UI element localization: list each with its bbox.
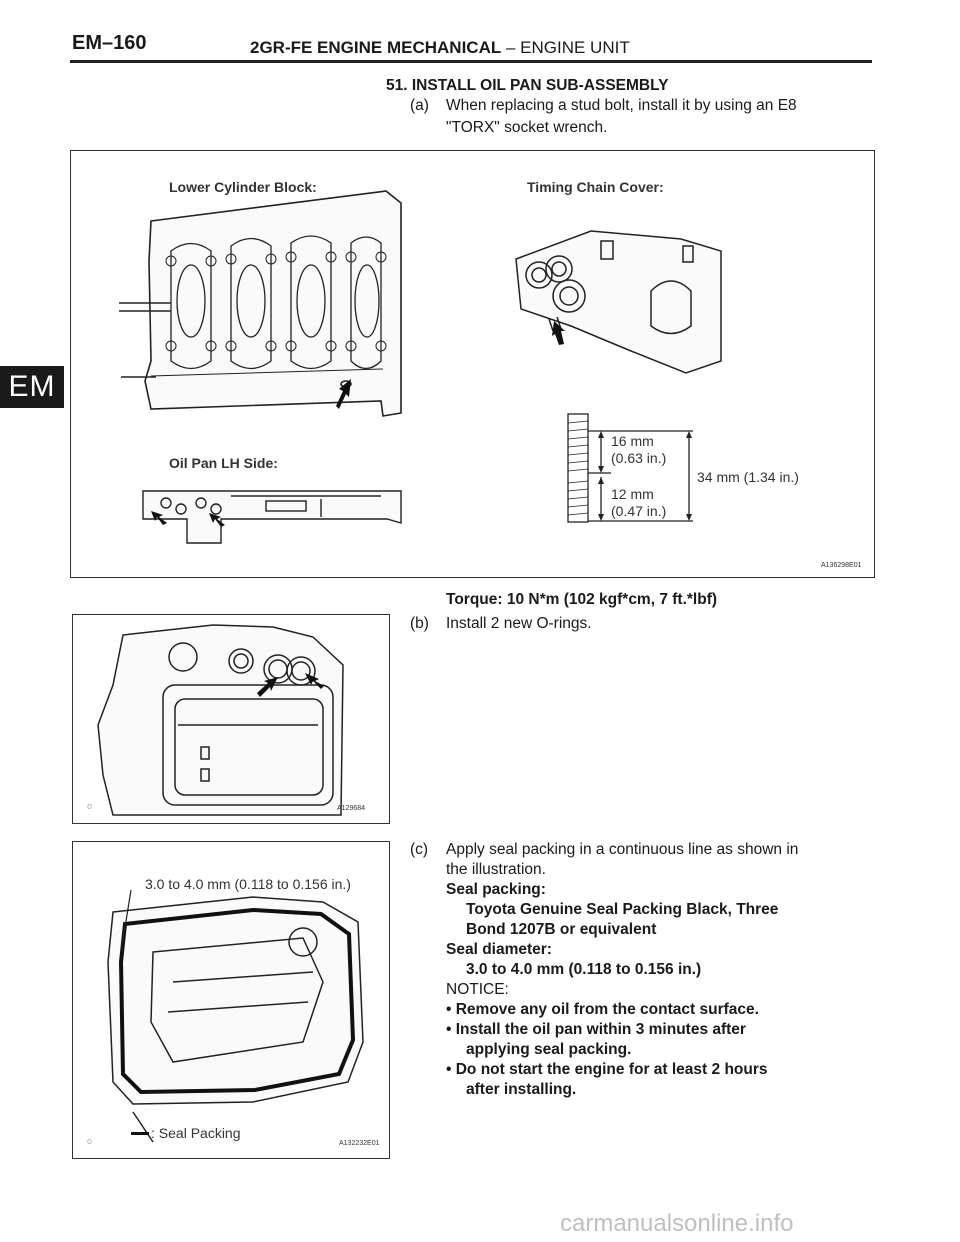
figure1-illustration bbox=[119, 190, 722, 544]
page-number: EM–160 bbox=[72, 32, 147, 54]
torque-spec: Torque: 10 N*m (102 kgf*cm, 7 ft.*lbf) bbox=[446, 591, 718, 608]
header-divider bbox=[70, 60, 872, 63]
step-title: 51. INSTALL OIL PAN SUB-ASSEMBLY bbox=[386, 77, 669, 94]
figure3-corner-mark: o bbox=[87, 1136, 93, 1146]
seal-diameter-label: Seal diameter: bbox=[446, 941, 552, 958]
figure-stud-bolt-locations: Lower Cylinder Block: Timing Chain Cover… bbox=[70, 150, 875, 578]
figure2-id: A129684 bbox=[337, 805, 366, 812]
step-b-marker: (b) bbox=[410, 615, 429, 632]
label-timing-chain-cover: Timing Chain Cover: bbox=[527, 179, 664, 195]
dim-12mm: 12 mm bbox=[611, 486, 654, 502]
figure1-id: A136298E01 bbox=[821, 562, 862, 569]
dim-34mm: 34 mm (1.34 in.) bbox=[697, 469, 799, 485]
dim-12mm-inches: (0.47 in.) bbox=[611, 503, 667, 519]
step-a-text-line1: When replacing a stud bolt, install it b… bbox=[446, 97, 797, 114]
manual-header: 2GR-FE ENGINE MECHANICAL – ENGINE UNIT bbox=[250, 38, 630, 58]
seal-packing-legend: : Seal Packing bbox=[151, 1125, 241, 1141]
step-a-text-line2: "TORX" socket wrench. bbox=[446, 119, 608, 136]
notice-item-1: • Remove any oil from the contact surfac… bbox=[446, 1001, 759, 1018]
figure-seal-packing: 3.0 to 4.0 mm (0.118 to 0.156 in.) : Sea… bbox=[72, 841, 390, 1159]
notice-item-3-line1: • Do not start the engine for at least 2… bbox=[446, 1061, 768, 1078]
figure-o-rings: o A129684 bbox=[72, 614, 390, 824]
step-c-text-line2: the illustration. bbox=[446, 861, 546, 878]
bead-size-label: 3.0 to 4.0 mm (0.118 to 0.156 in.) bbox=[145, 876, 351, 892]
seal-packing-label: Seal packing: bbox=[446, 881, 546, 898]
label-lower-cylinder-block: Lower Cylinder Block: bbox=[169, 179, 317, 195]
notice-item-2-line2: applying seal packing. bbox=[466, 1041, 632, 1058]
manual-title: 2GR-FE ENGINE MECHANICAL bbox=[250, 38, 502, 57]
figure2-illustration bbox=[97, 624, 344, 816]
section-name: – ENGINE UNIT bbox=[505, 38, 630, 57]
notice-item-2-line1: • Install the oil pan within 3 minutes a… bbox=[446, 1021, 746, 1038]
step-c-text-line1: Apply seal packing in a continuous line … bbox=[446, 841, 799, 858]
seal-packing-value-line2: Bond 1207B or equivalent bbox=[466, 921, 657, 938]
notice-item-3-line2: after installing. bbox=[466, 1081, 577, 1098]
notice-label: NOTICE: bbox=[446, 981, 509, 998]
step-c-marker: (c) bbox=[410, 841, 429, 858]
dim-16mm: 16 mm bbox=[611, 433, 654, 449]
figure3-illustration bbox=[107, 889, 364, 1143]
figure3-id: A132232E01 bbox=[339, 1140, 380, 1147]
step-b-text: Install 2 new O-rings. bbox=[446, 615, 592, 632]
label-oil-pan-lh-side: Oil Pan LH Side: bbox=[169, 455, 278, 471]
step-a-marker: (a) bbox=[410, 97, 429, 114]
seal-diameter-value: 3.0 to 4.0 mm (0.118 to 0.156 in.) bbox=[466, 961, 702, 978]
seal-packing-legend-icon bbox=[131, 1132, 149, 1135]
figure2-corner-mark: o bbox=[87, 801, 93, 811]
seal-packing-value-line1: Toyota Genuine Seal Packing Black, Three bbox=[466, 901, 779, 918]
section-side-tab: EM bbox=[0, 366, 64, 408]
dim-16mm-inches: (0.63 in.) bbox=[611, 450, 667, 466]
watermark: carmanualsonline.info bbox=[560, 1210, 794, 1237]
